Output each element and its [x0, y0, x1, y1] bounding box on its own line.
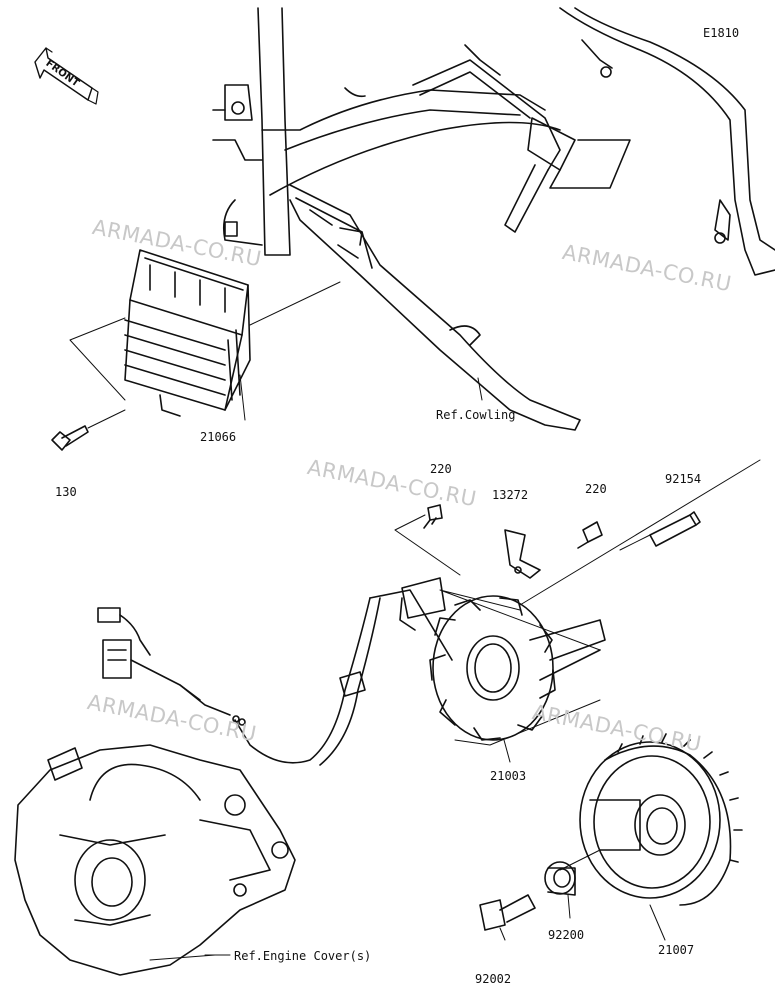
- small-fasteners: [394, 459, 761, 606]
- frame: [212, 7, 775, 431]
- engine-cover: [14, 744, 296, 976]
- part-label-21003: 21003: [490, 769, 527, 783]
- rotor-21007: [559, 733, 743, 941]
- ref-engine-cover-label: Ref.Engine Cover(s): [234, 949, 372, 963]
- part-label-13272: 13272: [492, 488, 529, 502]
- part-label-220-a: 220: [430, 462, 452, 476]
- ref-cowling-label: Ref.Cowling: [436, 408, 516, 422]
- diagram-code: E1810: [703, 26, 740, 40]
- part-label-21007: 21007: [658, 943, 695, 957]
- cowling-leader: [477, 377, 483, 401]
- front-arrow-icon: [34, 47, 99, 105]
- part-label-220-b: 220: [585, 482, 607, 496]
- regulator-21066: [69, 249, 341, 421]
- wiring-harness: [97, 577, 453, 766]
- stator-21003: [429, 589, 606, 763]
- part-label-92154: 92154: [665, 472, 702, 486]
- bolt-92002: [479, 894, 536, 941]
- part-label-92002: 92002: [475, 972, 512, 986]
- washer-92200: [544, 861, 576, 919]
- part-label-92200: 92200: [548, 928, 585, 942]
- part-label-130: 130: [55, 485, 77, 499]
- bolt-130: [51, 409, 126, 451]
- part-label-21066: 21066: [200, 430, 237, 444]
